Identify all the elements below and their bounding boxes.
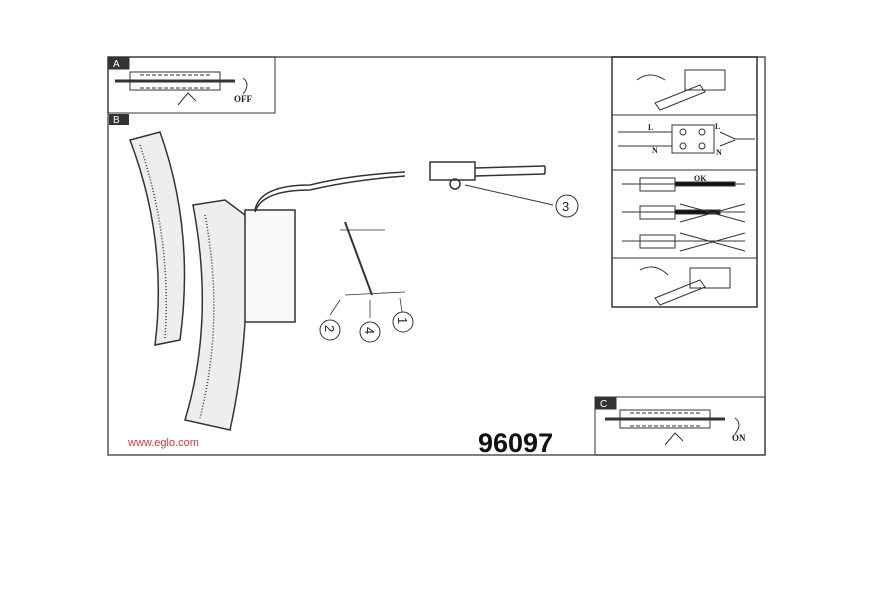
part-1-label: 1 (395, 317, 410, 324)
live-left-label: L (648, 123, 653, 132)
rotate-arrow-icon (242, 77, 248, 95)
wrong-cross-icon (679, 232, 746, 252)
lamp-drawing: 3 2 4 1 (129, 131, 579, 431)
rotate-arrow-icon (734, 417, 740, 435)
panel-a-label: A (113, 59, 120, 70)
panel-c: C ON (594, 396, 766, 456)
off-label: OFF (234, 94, 252, 104)
panel-b-label: B (113, 115, 120, 126)
ok-label: OK (694, 174, 707, 183)
neutral-left-label: N (652, 146, 658, 155)
neutral-right-label: N (716, 148, 722, 157)
part-4-label: 4 (362, 327, 377, 334)
model-number: 96097 (478, 428, 553, 458)
live-right-label: L (715, 122, 720, 131)
website-link: www.eglo.com (127, 437, 199, 449)
panel-a: A OFF (107, 56, 276, 114)
page-frame (107, 56, 766, 456)
wiring-panel: L N L N OK (611, 56, 758, 308)
part-3-label: 3 (562, 199, 569, 214)
part-2-label: 2 (322, 325, 337, 332)
wrong-cross-icon (679, 203, 746, 223)
panel-c-label: C (600, 399, 607, 410)
on-label: ON (732, 433, 746, 443)
arrow-icon (636, 74, 666, 81)
